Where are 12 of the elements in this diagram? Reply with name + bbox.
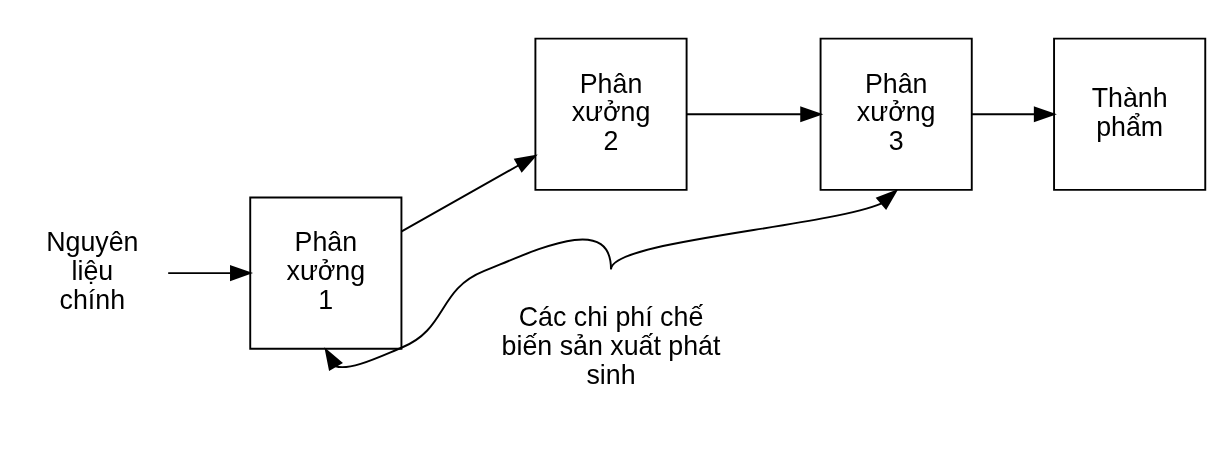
arrow — [610, 188, 899, 270]
node-box: Phân xưởng 2 — [534, 37, 688, 191]
arrow — [167, 264, 253, 281]
node-text: Nguyên liệu chính — [46, 226, 139, 315]
arrow — [324, 238, 612, 371]
node-text: Các chi phí chế biến sản xuất phát sinh — [501, 301, 721, 390]
node-box: Phân xưởng 1 — [249, 196, 403, 350]
node-box: Phân xưởng 3 — [819, 37, 973, 191]
arrow — [400, 154, 538, 232]
node-box: Thành phẩm — [1053, 37, 1207, 191]
arrow — [685, 105, 824, 122]
arrow — [971, 105, 1057, 122]
